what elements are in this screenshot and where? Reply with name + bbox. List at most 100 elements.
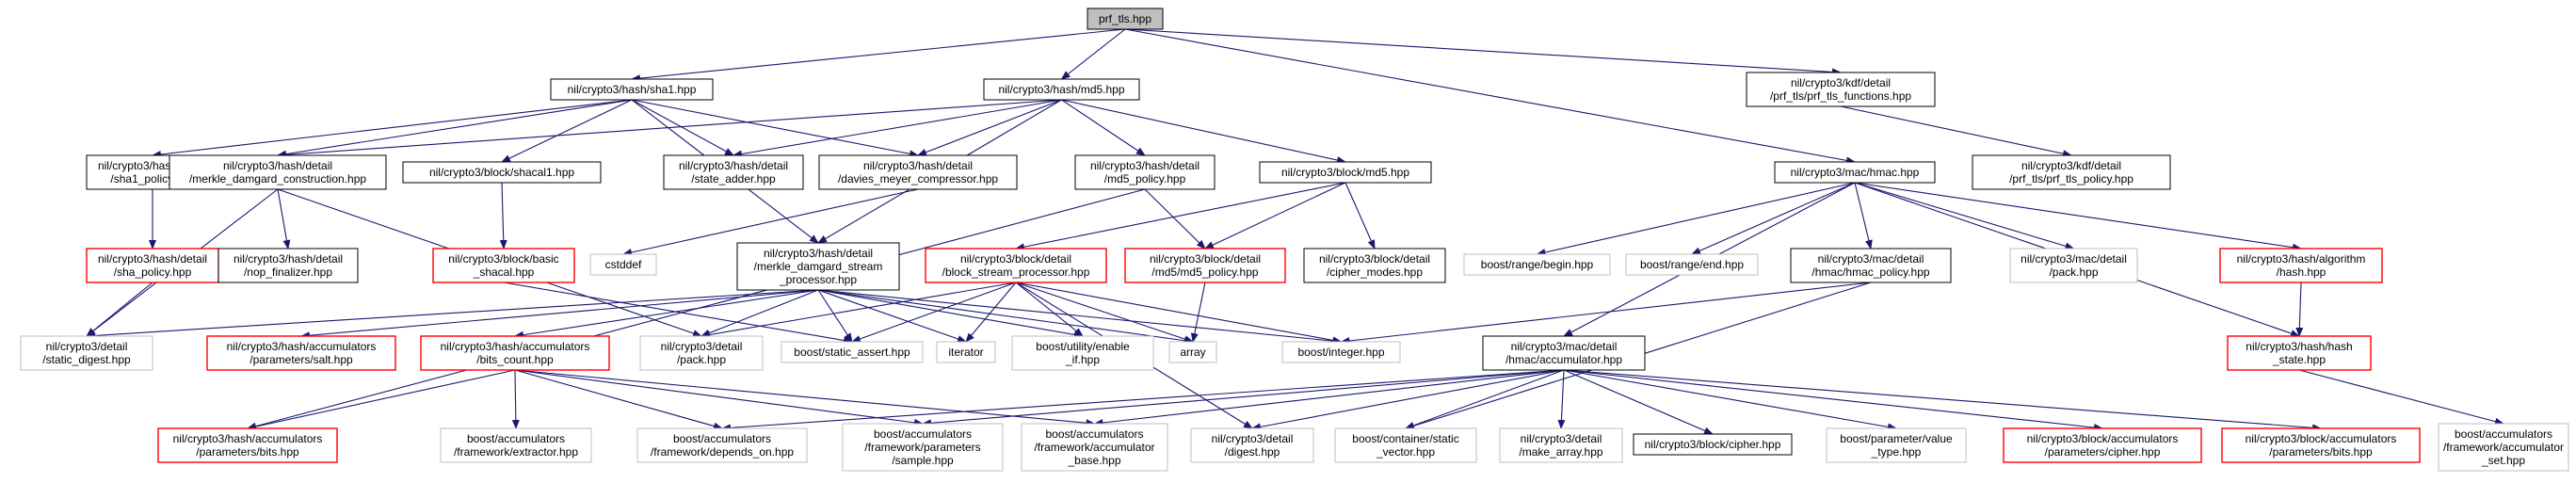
edge-bsp-to-staticassert [851, 282, 1017, 343]
node-sample: boost/accumulators/framework/parameters/… [842, 423, 1004, 472]
node-label: /digest.hpp [1225, 445, 1280, 459]
node-cstddef: cstddef [589, 253, 657, 276]
edge-hmacacc-to-digest [1251, 369, 1565, 431]
node-label: boost/accumulators [2455, 427, 2552, 441]
node-box [1259, 161, 1432, 184]
node-label: nil/crypto3/block/md5.hpp [1281, 166, 1409, 179]
node-box [1021, 423, 1168, 472]
node-md5polblk[interactable]: nil/crypto3/block/detail/md5/md5_policy.… [1124, 248, 1286, 283]
node-label: boost/accumulators [1045, 427, 1143, 441]
node-cipher[interactable]: nil/crypto3/block/cipher.hpp [1633, 433, 1793, 456]
node-box [936, 341, 996, 363]
node-label: nil/crypto3/hash/detail [98, 252, 207, 266]
node-label: nil/crypto3/mac/detail [2021, 252, 2127, 266]
node-label: nil/crypto3/hash/detail [1090, 159, 1199, 172]
node-box [2003, 427, 2202, 463]
node-hmacacc[interactable]: nil/crypto3/mac/detail/hmac/accumulator.… [1482, 335, 1646, 371]
edge-md5polblk-to-array [1190, 282, 1206, 343]
node-label: nil/crypto3/detail [46, 340, 128, 353]
node-label: /merkle_damgard_stream [754, 260, 883, 273]
node-label: nil/crypto3/detail [1521, 432, 1602, 445]
node-label: nil/crypto3/block/detail [960, 252, 1071, 266]
edge-hmac-to-macpack [1854, 182, 2075, 250]
edge-bitscount-to-sample [514, 369, 924, 427]
node-label: nil/crypto3/detail [661, 340, 743, 353]
node-label: nil/crypto3/mac/detail [1511, 340, 1618, 353]
node-hashbits[interactable]: nil/crypto3/hash/accumulators/parameters… [157, 427, 338, 463]
edge-md5pol-to-md5polblk [1144, 188, 1206, 250]
node-box [2009, 248, 2138, 283]
node-box [1633, 433, 1793, 456]
node-box [206, 335, 396, 371]
node-saltparam[interactable]: nil/crypto3/hash/accumulators/parameters… [206, 335, 396, 371]
node-dmc[interactable]: nil/crypto3/hash/detail/davies_meyer_com… [818, 154, 1018, 190]
node-bsp[interactable]: nil/crypto3/block/detail/block_stream_pr… [925, 248, 1107, 283]
node-label: _state.hpp [2272, 353, 2326, 366]
edge-sha1-to-shacal1 [501, 99, 633, 163]
edge-sha1-to-stateadder [631, 99, 734, 156]
node-basicshacal[interactable]: nil/crypto3/block/basic_shacal.hpp [432, 248, 575, 283]
node-bitscount[interactable]: nil/crypto3/hash/accumulators/bits_count… [420, 335, 610, 371]
node-kdfpol[interactable]: nil/crypto3/kdf/detail/prf_tls/prf_tls_p… [1972, 154, 2171, 190]
node-label: /hash.hpp [2277, 266, 2326, 279]
node-box [842, 423, 1004, 472]
edge-hmacacc-to-blockbits [1563, 369, 2322, 432]
edge-hmacpol-to-integer [1340, 282, 1872, 345]
node-nopfin[interactable]: nil/crypto3/hash/detail/nop_finalizer.hp… [217, 248, 359, 283]
node-shacal1[interactable]: nil/crypto3/block/shacal1.hpp [402, 161, 602, 184]
node-hashstate[interactable]: nil/crypto3/hash/hash_state.hpp [2227, 335, 2372, 371]
node-label: boost/static_assert.hpp [794, 346, 910, 359]
dependency-edges [86, 28, 2504, 435]
node-extractor: boost/accumulators/framework/extractor.h… [440, 427, 592, 463]
edge-hmacacc-to-sample [922, 369, 1565, 427]
node-label: /framework/accumulator [1034, 441, 1154, 454]
node-blockbits[interactable]: nil/crypto3/block/accumulators/parameter… [2221, 427, 2421, 463]
node-label: /merkle_damgard_construction.hpp [189, 172, 366, 185]
node-box [2221, 427, 2421, 463]
node-label: nil/crypto3/hash/accumulators [173, 432, 323, 445]
node-label: boost/container/static [1352, 432, 1458, 445]
node-box [2227, 335, 2372, 371]
node-box [1087, 8, 1164, 30]
edge-prf-to-md5 [1060, 28, 1126, 80]
node-box [402, 161, 602, 184]
edge-prf-to-sha1 [631, 28, 1126, 83]
node-cipherparam[interactable]: nil/crypto3/block/accumulators/parameter… [2003, 427, 2202, 463]
node-label: /nop_finalizer.hpp [244, 266, 332, 279]
node-md5pol[interactable]: nil/crypto3/hash/detail/md5_policy.hpp [1074, 154, 1216, 190]
node-label: _vector.hpp [1376, 445, 1435, 459]
node-label: cstddef [605, 258, 642, 271]
edge-md5-to-blockmd5 [1061, 99, 1346, 164]
node-label: /prf_tls/prf_tls_policy.hpp [2009, 172, 2133, 185]
node-mdsp[interactable]: nil/crypto3/hash/detail/merkle_damgard_s… [736, 242, 900, 291]
node-ciphermodes[interactable]: nil/crypto3/block/detail/cipher_modes.hp… [1303, 248, 1446, 283]
node-algohash[interactable]: nil/crypto3/hash/algorithm/hash.hpp [2219, 248, 2383, 283]
node-label: nil/crypto3/block/shacal1.hpp [429, 166, 574, 179]
node-hmacpol[interactable]: nil/crypto3/mac/detail/hmac/hmac_policy.… [1790, 248, 1952, 283]
node-label: nil/crypto3/detail [1212, 432, 1294, 445]
node-md5[interactable]: nil/crypto3/hash/md5.hpp [983, 78, 1140, 101]
node-label: nil/crypto3/hash/detail [863, 159, 973, 172]
node-rangebegin: boost/range/begin.hpp [1463, 253, 1611, 276]
node-sha1[interactable]: nil/crypto3/hash/sha1.hpp [550, 78, 714, 101]
node-label: /parameters/bits.hpp [196, 445, 299, 459]
node-label: boost/accumulators [874, 427, 972, 441]
edge-mdsp-to-bitscount [514, 289, 819, 339]
node-label: nil/crypto3/hash/hash [2246, 340, 2352, 353]
node-shapol[interactable]: nil/crypto3/hash/detail/sha_policy.hpp [86, 248, 219, 283]
node-array: array [1168, 341, 1217, 363]
node-label: _shacal.hpp [473, 266, 535, 279]
edge-blockmd5-to-ciphermodes [1344, 182, 1376, 250]
node-label: /md5/md5_policy.hpp [1151, 266, 1259, 279]
node-box [157, 427, 338, 463]
node-hmac[interactable]: nil/crypto3/mac/hmac.hpp [1774, 161, 1936, 184]
node-box [736, 242, 900, 291]
node-kdffunc[interactable]: nil/crypto3/kdf/detail/prf_tls/prf_tls_f… [1746, 72, 1936, 107]
node-mdc[interactable]: nil/crypto3/hash/detail/merkle_damgard_c… [169, 154, 387, 190]
node-box [1972, 154, 2171, 190]
node-label: /parameters/bits.hpp [2269, 445, 2373, 459]
node-stateadder[interactable]: nil/crypto3/hash/detail/state_adder.hpp [663, 154, 804, 190]
node-blockmd5[interactable]: nil/crypto3/block/md5.hpp [1259, 161, 1432, 184]
node-label: boost/utility/enable [1036, 340, 1130, 353]
